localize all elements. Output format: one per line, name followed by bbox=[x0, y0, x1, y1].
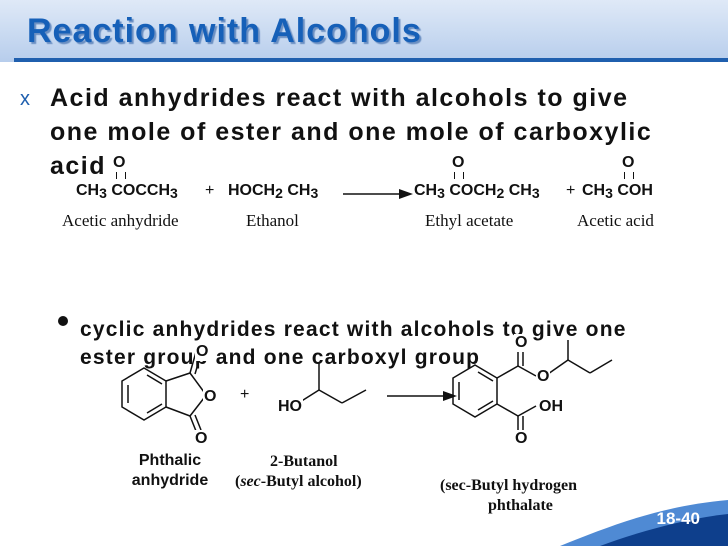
butanol-ho: HO bbox=[277, 398, 303, 416]
product-acid-o: O bbox=[514, 430, 529, 448]
label-product-line-1: (sec-Butyl hydrogen bbox=[440, 477, 578, 494]
title-rule bbox=[14, 58, 728, 62]
anhydride-carbonyl-o: O bbox=[113, 154, 126, 171]
label-phthalic-line-2: anhydride bbox=[131, 472, 209, 489]
label-butanol-line-1: 2-Butanol bbox=[270, 453, 338, 470]
eq1-plus: + bbox=[205, 182, 215, 199]
product-oh: OH bbox=[538, 398, 564, 416]
product-carbonyl-o: O bbox=[514, 334, 529, 352]
phthalic-ring-o: O bbox=[203, 388, 218, 406]
slide-number: 18-40 bbox=[656, 509, 700, 528]
sub-bullet-line-1: cyclic anhydrides react with alcohols to… bbox=[80, 318, 627, 341]
bullet-marker: x bbox=[20, 88, 30, 110]
phthalic-top-o: O bbox=[195, 343, 210, 361]
sub-bullet-line-2: ester group and one carboxyl group bbox=[80, 346, 481, 369]
ethyl-acetate-formula: CH3 COCH2 CH3 bbox=[414, 182, 540, 201]
phthalic-bottom-o: O bbox=[194, 430, 209, 448]
ethanol-formula: HOCH2 CH3 bbox=[228, 182, 319, 201]
main-bullet-line-2: one mole of ester and one mole of carbox… bbox=[50, 118, 653, 146]
acetic-acid-formula: CH3 COH bbox=[582, 182, 653, 201]
anhydride-double-bond bbox=[116, 172, 126, 179]
ester-carbonyl-o: O bbox=[452, 154, 465, 171]
acetic-anhydride-formula: CH3 COCCH3 bbox=[76, 182, 178, 201]
label-acetic-anhydride: Acetic anhydride bbox=[62, 211, 179, 230]
sub-bullet-dot bbox=[58, 316, 68, 326]
eq1-plus-2: + bbox=[566, 182, 576, 199]
ester-double-bond bbox=[454, 172, 464, 179]
label-acetic-acid: Acetic acid bbox=[577, 211, 654, 230]
label-ethyl-acetate: Ethyl acetate bbox=[425, 211, 514, 230]
label-phthalic-line-1: Phthalic bbox=[138, 452, 202, 469]
label-product-line-2: phthalate bbox=[488, 497, 553, 514]
reaction-arrow-1 bbox=[343, 189, 413, 199]
label-butanol-line-2: (sec-Butyl alcohol) bbox=[235, 473, 362, 490]
product-ester-o: O bbox=[536, 368, 551, 386]
main-bullet-line-1: Acid anhydrides react with alcohols to g… bbox=[50, 84, 629, 112]
label-butanol-sec: sec bbox=[240, 473, 261, 490]
main-bullet-line-3: acid bbox=[50, 152, 107, 180]
acid-carbonyl-o: O bbox=[622, 154, 635, 171]
label-ethanol: Ethanol bbox=[246, 211, 299, 230]
title-bar bbox=[0, 0, 728, 62]
acid-double-bond bbox=[624, 172, 634, 179]
footer-wave bbox=[560, 500, 728, 546]
slide-title: Reaction with Alcohols bbox=[27, 12, 422, 50]
eq2-plus: + bbox=[240, 386, 250, 403]
